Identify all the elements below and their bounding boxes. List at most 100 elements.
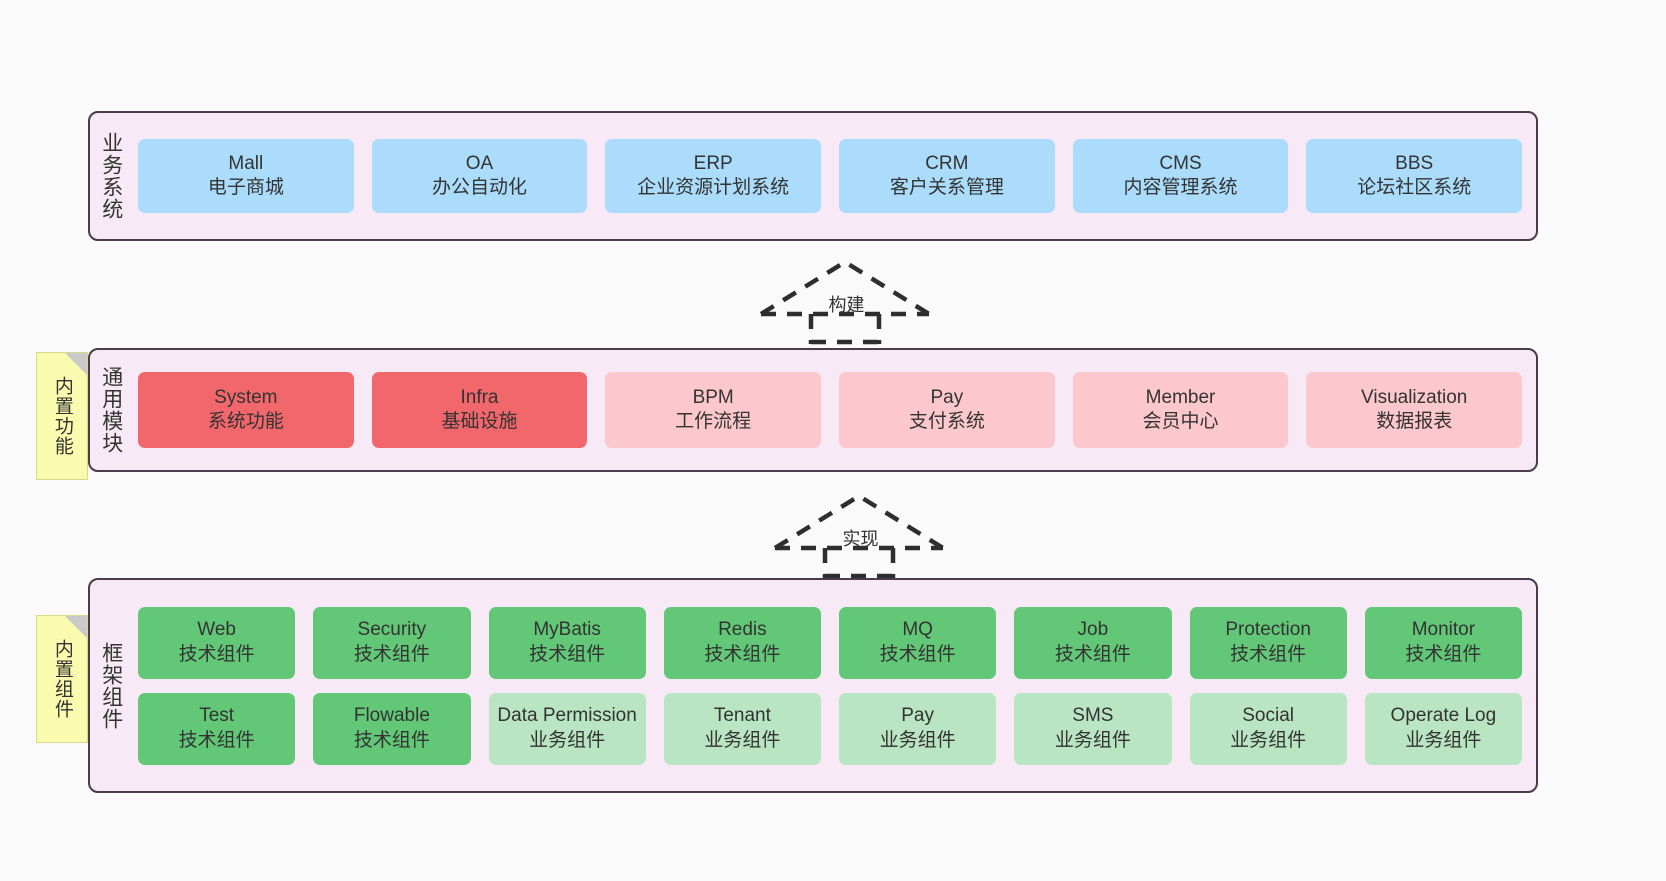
common-module-row: System 系统功能 Infra 基础设施 BPM 工作流程 Pay 支付系统… [138,372,1523,448]
component-card-redis[interactable]: Redis 技术组件 [663,606,821,679]
business-card-erp[interactable]: ERP 企业资源计划系统 [605,139,822,213]
component-card-redis-sub: 技术组件 [704,643,781,665]
component-card-sms[interactable]: SMS 业务组件 [1014,692,1172,765]
layer-business-system-body: Mall 电子商城 OA 办公自动化 ERP 企业资源计划系统 CRM 客户关系… [132,113,1536,239]
component-card-security[interactable]: Security 技术组件 [313,606,471,679]
module-card-infra-sub: 基础设施 [441,411,518,432]
framework-business-row: Test 技术组件 Flowable 技术组件 Data Permission … [138,692,1522,765]
connector-implement-arrow-glyph [773,493,945,579]
business-card-oa-name: OA [465,152,494,174]
component-card-web-sub: 技术组件 [178,643,255,665]
component-card-operate-log-name: Operate Log [1390,705,1497,727]
note-builtin-function-label: 内置功能 [51,376,73,456]
component-card-monitor[interactable]: Monitor 技术组件 [1364,606,1522,679]
component-card-mq-name: MQ [902,619,933,641]
layer-framework-component-body: Web 技术组件 Security 技术组件 MyBatis 技术组件 Redi… [132,580,1536,791]
component-card-tenant-sub: 业务组件 [704,729,781,751]
business-card-bbs[interactable]: BBS 论坛社区系统 [1306,139,1523,213]
connector-implement-label: 实现 [842,529,879,549]
component-card-security-name: Security [357,619,427,641]
business-card-crm[interactable]: CRM 客户关系管理 [839,139,1055,213]
connector-build-arrow-glyph [759,259,931,345]
component-card-job[interactable]: Job 技术组件 [1014,606,1172,679]
module-card-visualization-sub: 数据报表 [1376,411,1453,432]
module-card-bpm[interactable]: BPM 工作流程 [605,372,822,448]
component-card-tenant[interactable]: Tenant 业务组件 [663,692,821,765]
note-builtin-function: 内置功能 [36,352,88,480]
business-card-cms-sub: 内容管理系统 [1123,177,1238,198]
component-card-web[interactable]: Web 技术组件 [138,606,296,679]
component-card-redis-name: Redis [718,619,767,641]
component-card-pay[interactable]: Pay 业务组件 [839,692,997,765]
connector-build-arrow: 构建 [757,258,933,345]
layer-common-module-title: 通用模块 [99,366,123,454]
business-card-bbs-name: BBS [1395,152,1434,174]
business-card-mall-name: Mall [228,152,264,174]
component-card-protection[interactable]: Protection 技术组件 [1189,606,1347,679]
business-card-erp-sub: 企业资源计划系统 [637,177,790,198]
component-card-operate-log[interactable]: Operate Log 业务组件 [1364,692,1522,765]
component-card-sms-sub: 业务组件 [1054,729,1131,751]
component-card-monitor-name: Monitor [1411,619,1476,641]
module-card-member[interactable]: Member 会员中心 [1072,372,1289,448]
module-card-infra[interactable]: Infra 基础设施 [371,372,588,448]
business-card-cms[interactable]: CMS 内容管理系统 [1072,139,1289,213]
module-card-system-name: System [214,386,278,408]
component-card-social-sub: 业务组件 [1230,729,1307,751]
module-card-bpm-name: BPM [692,386,734,408]
component-card-mybatis-sub: 技术组件 [529,643,606,665]
component-card-test-name: Test [199,705,235,727]
business-card-crm-sub: 客户关系管理 [889,177,1004,198]
component-card-data-permission[interactable]: Data Permission 业务组件 [488,692,646,765]
layer-business-system-title: 业务系统 [99,132,123,220]
component-card-sms-name: SMS [1072,705,1114,727]
module-card-system[interactable]: System 系统功能 [138,372,354,448]
module-card-pay-sub: 支付系统 [908,411,985,432]
connector-implement-arrow: 实现 [771,492,947,579]
component-card-job-sub: 技术组件 [1054,643,1131,665]
business-card-erp-name: ERP [693,152,733,174]
component-card-operate-log-sub: 业务组件 [1405,729,1482,751]
component-card-social-name: Social [1242,705,1294,727]
layer-common-module: 通用模块 System 系统功能 Infra 基础设施 BPM 工作流程 Pay… [88,348,1538,472]
module-card-infra-name: Infra [460,386,499,408]
module-card-bpm-sub: 工作流程 [675,411,752,432]
component-card-social[interactable]: Social 业务组件 [1189,692,1347,765]
component-card-data-permission-sub: 业务组件 [529,729,606,751]
component-card-mybatis[interactable]: MyBatis 技术组件 [488,606,646,679]
module-card-pay-name: Pay [930,386,964,408]
component-card-mybatis-name: MyBatis [533,619,601,641]
component-card-protection-sub: 技术组件 [1230,643,1307,665]
module-card-member-sub: 会员中心 [1142,411,1219,432]
component-card-protection-name: Protection [1225,619,1311,641]
connector-build-label: 构建 [828,295,865,315]
component-card-flowable-name: Flowable [353,705,430,727]
component-card-test-sub: 技术组件 [178,729,255,751]
framework-tech-row: Web 技术组件 Security 技术组件 MyBatis 技术组件 Redi… [138,606,1522,679]
component-card-security-sub: 技术组件 [353,643,430,665]
module-card-member-name: Member [1145,386,1216,408]
module-card-pay[interactable]: Pay 支付系统 [839,372,1055,448]
component-card-mq-sub: 技术组件 [879,643,956,665]
layer-framework-component: 框架组件 Web 技术组件 Security 技术组件 MyBatis 技术组件… [88,578,1538,793]
note-builtin-component: 内置组件 [36,615,88,743]
component-card-test[interactable]: Test 技术组件 [138,692,296,765]
component-card-flowable-sub: 技术组件 [353,729,430,751]
layer-framework-component-title: 框架组件 [99,641,123,730]
component-card-job-name: Job [1077,619,1109,641]
layer-business-system: 业务系统 Mall 电子商城 OA 办公自动化 ERP 企业资源计划系统 CRM… [88,111,1538,241]
component-card-data-permission-name: Data Permission [497,705,637,727]
module-card-visualization-name: Visualization [1361,386,1468,408]
module-card-system-sub: 系统功能 [207,411,284,432]
component-card-web-name: Web [197,619,236,641]
component-card-flowable[interactable]: Flowable 技术组件 [313,692,471,765]
business-card-cms-name: CMS [1159,152,1202,174]
module-card-visualization[interactable]: Visualization 数据报表 [1306,372,1523,448]
business-card-mall[interactable]: Mall 电子商城 [138,139,354,213]
component-card-monitor-sub: 技术组件 [1405,643,1482,665]
layer-common-module-body: System 系统功能 Infra 基础设施 BPM 工作流程 Pay 支付系统… [132,350,1536,470]
business-card-crm-name: CRM [925,152,969,174]
business-card-mall-sub: 电子商城 [207,177,284,198]
component-card-mq[interactable]: MQ 技术组件 [839,606,997,679]
business-card-oa[interactable]: OA 办公自动化 [371,139,588,213]
